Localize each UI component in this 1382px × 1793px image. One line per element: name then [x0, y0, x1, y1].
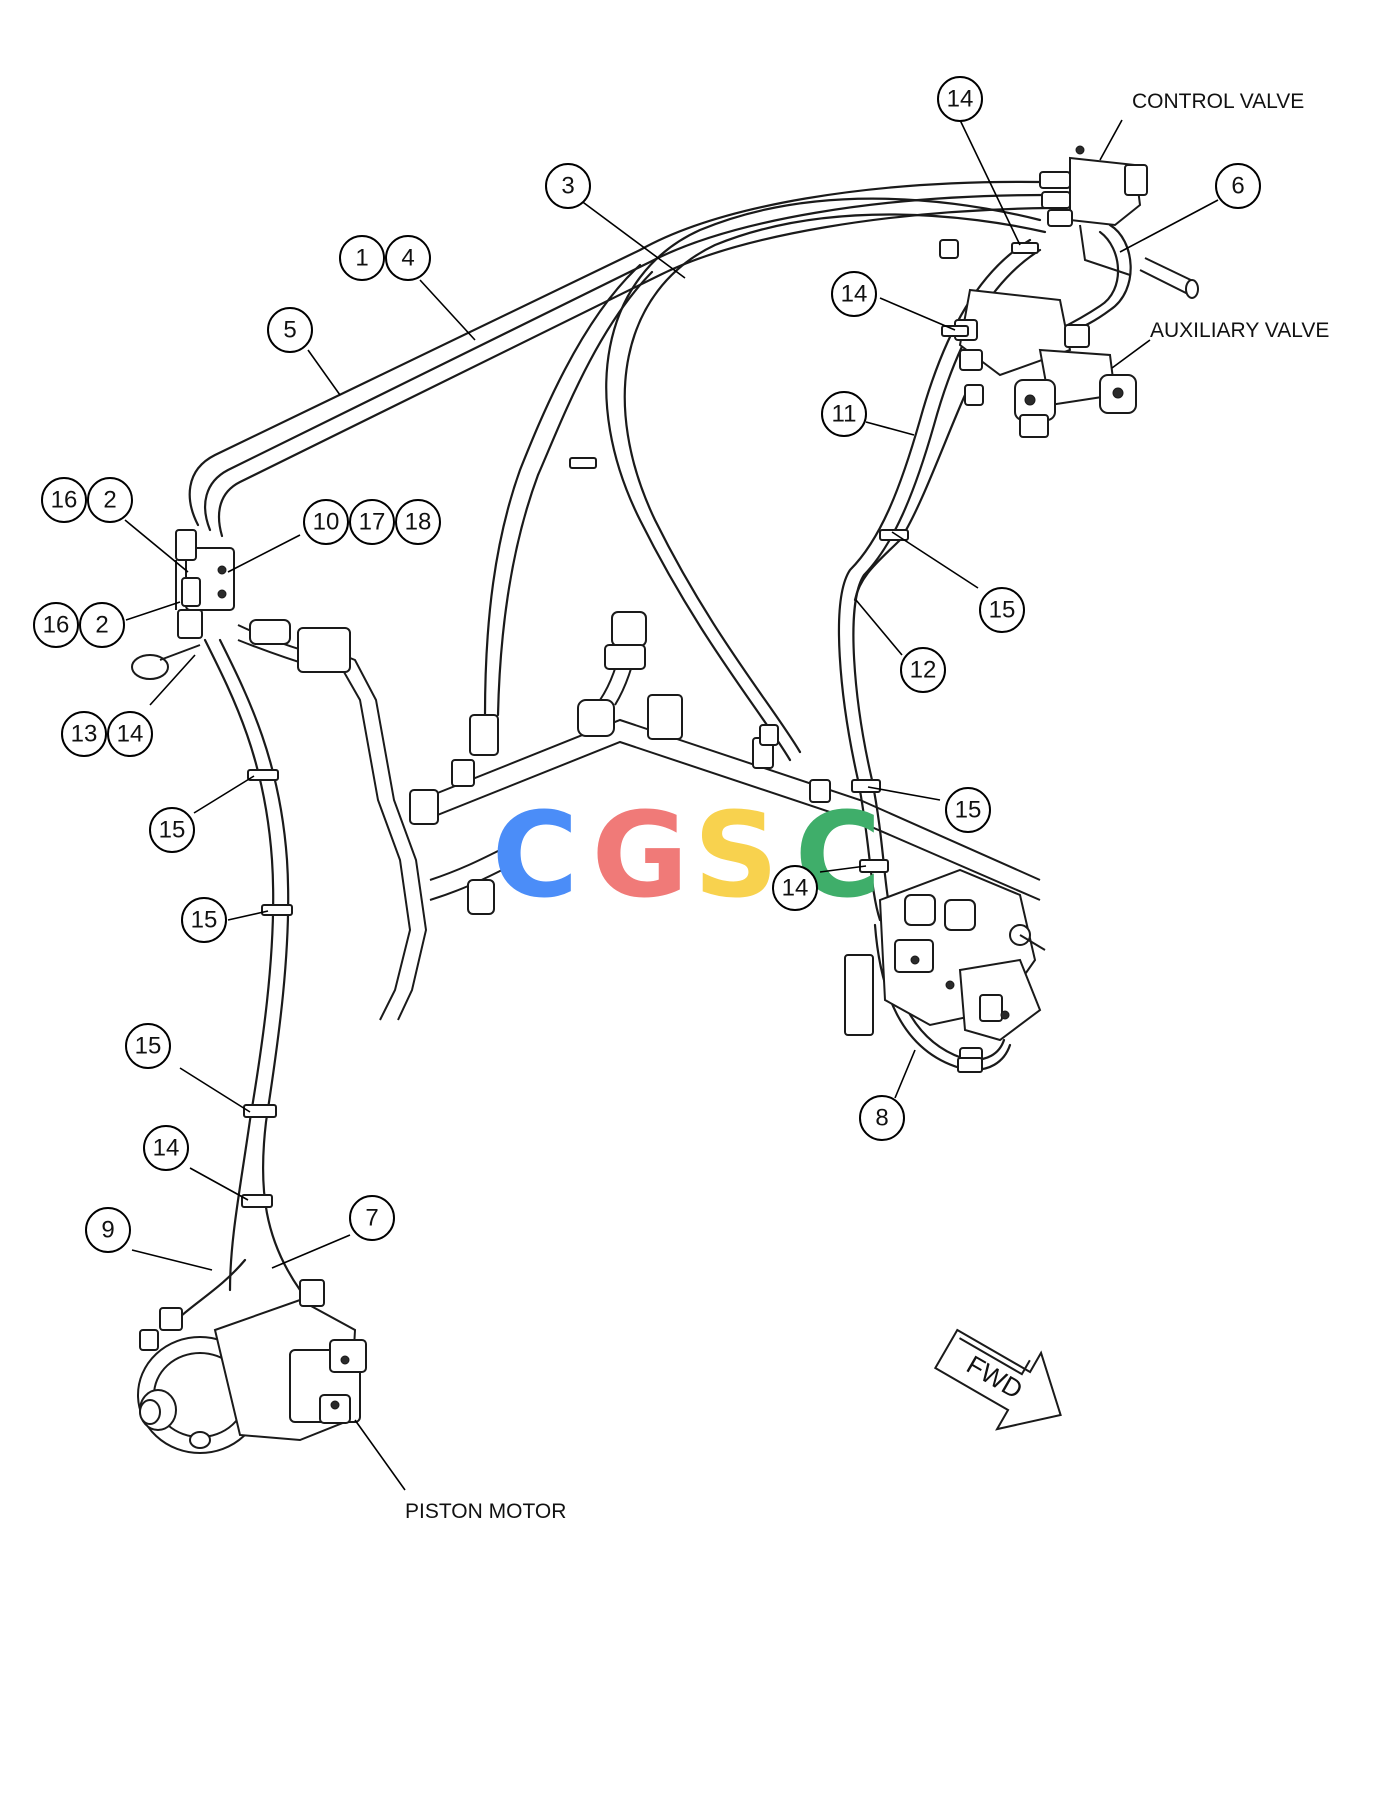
hose-6 — [1063, 223, 1132, 337]
svg-text:16: 16 — [51, 487, 78, 514]
left-bracket — [131, 529, 351, 680]
svg-text:15: 15 — [955, 797, 982, 824]
callouts: 14 3 1 4 5 6 14 16 2 10 17 18 11 16 2 15… — [33, 76, 1261, 1253]
hose-group — [170, 180, 1132, 1327]
watermark-letter: G — [592, 786, 689, 924]
svg-text:1: 1 — [355, 245, 368, 272]
svg-text:15: 15 — [989, 597, 1016, 624]
callout: 16 — [33, 602, 79, 648]
callout: 12 — [900, 647, 946, 693]
svg-text:14: 14 — [841, 281, 868, 308]
piston-motor — [137, 1279, 367, 1454]
watermark-letter: S — [694, 786, 779, 924]
svg-text:7: 7 — [365, 1205, 378, 1232]
callout: 16 — [41, 477, 87, 523]
hose-8 — [873, 923, 1012, 1071]
callout: 14 — [143, 1125, 189, 1171]
hose-clamps — [241, 242, 1039, 1208]
leader-lines — [124, 119, 1219, 1491]
callout: 7 — [349, 1195, 395, 1241]
svg-text:17: 17 — [359, 509, 386, 536]
hose-3 — [605, 197, 1042, 762]
svg-text:14: 14 — [153, 1135, 180, 1162]
svg-text:13: 13 — [71, 721, 98, 748]
fwd-arrow: FWD — [933, 1328, 1062, 1431]
callout: 2 — [87, 477, 133, 523]
callout: 8 — [859, 1095, 905, 1141]
auxiliary-valve — [939, 239, 1137, 438]
callout: 14 — [831, 271, 877, 317]
callout: 10 — [303, 499, 349, 545]
callout: 13 — [61, 711, 107, 757]
hose-7 — [218, 638, 302, 1292]
svg-text:16: 16 — [43, 612, 70, 639]
callout: 18 — [395, 499, 441, 545]
hose-1 — [218, 206, 1052, 538]
svg-text:10: 10 — [313, 509, 340, 536]
callout: 14 — [107, 711, 153, 757]
callout: 6 — [1215, 163, 1261, 209]
callout: 9 — [85, 1207, 131, 1253]
hose-3b — [623, 213, 1047, 754]
svg-text:2: 2 — [103, 487, 116, 514]
callout: 15 — [945, 787, 991, 833]
hose-9 — [203, 638, 275, 1292]
svg-text:14: 14 — [782, 875, 809, 902]
svg-text:9: 9 — [101, 1217, 114, 1244]
callout: 1 — [339, 235, 385, 281]
callout: 15 — [149, 807, 195, 853]
svg-text:3: 3 — [561, 173, 574, 200]
callout: 15 — [979, 587, 1025, 633]
svg-text:5: 5 — [283, 317, 296, 344]
callout: 15 — [181, 897, 227, 943]
hose-loop-left — [483, 263, 642, 717]
watermark-letter: C — [492, 786, 579, 924]
right-pump-assembly — [844, 868, 1046, 1071]
svg-text:18: 18 — [405, 509, 432, 536]
callout: 5 — [267, 307, 313, 353]
svg-text:15: 15 — [159, 817, 186, 844]
svg-text:2: 2 — [95, 612, 108, 639]
piston-motor-label: PISTON MOTOR — [405, 1500, 566, 1523]
svg-text:14: 14 — [117, 721, 144, 748]
callout: 14 — [772, 865, 818, 911]
svg-text:6: 6 — [1231, 173, 1244, 200]
svg-text:12: 12 — [910, 657, 937, 684]
callout: 2 — [79, 602, 125, 648]
callout: 11 — [821, 391, 867, 437]
svg-text:14: 14 — [947, 86, 974, 113]
svg-text:8: 8 — [875, 1105, 888, 1132]
fwd-arrow-icon — [933, 1328, 1062, 1431]
callout: 15 — [125, 1023, 171, 1069]
callout: 17 — [349, 499, 395, 545]
hose-4 — [204, 193, 1047, 532]
component-labels: CONTROL VALVE AUXILIARY VALVE PISTON MOT… — [405, 90, 1329, 1523]
hose-6b — [1056, 230, 1120, 332]
hose-5 — [188, 180, 1042, 527]
callout: 3 — [545, 163, 591, 209]
auxiliary-valve-label: AUXILIARY VALVE — [1150, 319, 1329, 342]
svg-text:4: 4 — [401, 245, 414, 272]
svg-text:15: 15 — [135, 1033, 162, 1060]
watermark: C G S C — [492, 786, 882, 924]
control-valve — [1039, 145, 1199, 299]
frame-fittings — [409, 611, 831, 915]
callout: 4 — [385, 235, 431, 281]
hose-loop-left-b — [496, 270, 654, 717]
svg-text:11: 11 — [832, 401, 857, 428]
callout: 14 — [937, 76, 983, 122]
svg-text:15: 15 — [191, 907, 218, 934]
control-valve-label: CONTROL VALVE — [1132, 90, 1304, 113]
